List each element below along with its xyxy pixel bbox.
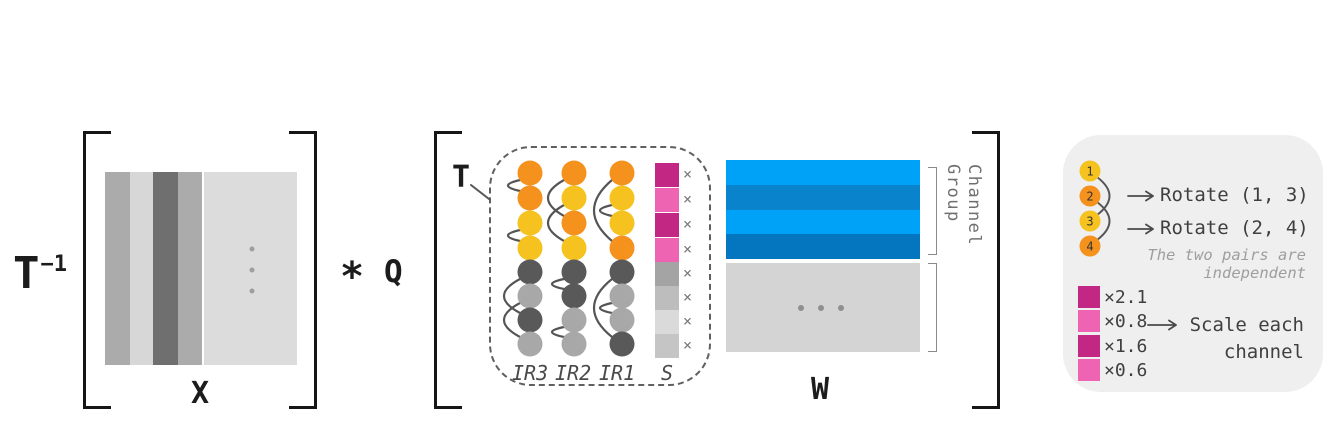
legend-scale-square — [1078, 359, 1100, 381]
ir1-label: IR1 — [599, 361, 636, 385]
multiply-icon: × — [683, 336, 693, 354]
w-channel-row — [726, 234, 920, 259]
t-inverse-exponent: −1 — [40, 252, 68, 277]
legend-scale-value: ×2.1 — [1104, 287, 1148, 308]
scale-caption-line2: channel — [1223, 341, 1304, 363]
x-matrix-left-bracket — [83, 131, 111, 409]
legend-scale-square — [1078, 335, 1100, 357]
x-stripe — [130, 172, 153, 365]
legend-scale-value: ×0.8 — [1104, 311, 1148, 332]
legend-scale-square — [1078, 286, 1100, 308]
t-pointer-line — [470, 184, 490, 200]
multiply-icon: × — [683, 165, 693, 183]
s-scale-square — [655, 262, 679, 286]
remainder-group-bracket — [928, 263, 937, 352]
independence-note-line1: The two pairs are — [1147, 246, 1306, 264]
s-scale-square — [655, 213, 679, 237]
t-inverse-label: T−1 — [13, 248, 68, 299]
ir2-label: IR2 — [555, 361, 592, 385]
w-matrix-label: W — [810, 372, 830, 407]
x-matrix-stripes — [105, 172, 297, 365]
multiply-icon: × — [683, 264, 693, 282]
x-stripe — [105, 172, 130, 365]
x-stripe — [153, 172, 178, 365]
x-stripe — [204, 172, 297, 365]
q-matrix-left-bracket — [434, 131, 462, 409]
legend-scale-value: ×1.6 — [1104, 336, 1148, 357]
t-pointer-label: T — [452, 160, 471, 195]
s-scale-square — [655, 286, 679, 310]
x-matrix-right-bracket — [289, 131, 317, 409]
q-matrix-right-bracket — [972, 131, 1000, 409]
channel-group-line1: Channel — [964, 164, 984, 247]
w-channel-row — [726, 184, 920, 210]
channel-group-bracket — [928, 167, 937, 255]
independence-note: The two pairs are independent — [1118, 246, 1306, 282]
multiply-icon: × — [683, 312, 693, 330]
multiply-icon: × — [683, 190, 693, 208]
ir3-label: IR3 — [512, 361, 549, 385]
w-matrix-remainder-block — [726, 263, 920, 352]
s-scale-square — [655, 163, 679, 187]
scale-caption-line1: Scale each — [1189, 314, 1304, 336]
x-matrix-label: X — [190, 376, 210, 411]
legend-scale-square — [1078, 310, 1100, 332]
x-stripe — [202, 172, 204, 365]
t-inverse-base: T — [13, 248, 40, 299]
x-stripe — [178, 172, 202, 365]
w-channel-row — [726, 160, 920, 185]
multiply-symbol: * — [340, 254, 365, 300]
channel-group-line2: Group — [943, 164, 963, 223]
rotate-pair-2-label: Rotate (2, 4) — [1160, 217, 1309, 239]
independence-note-line2: independent — [1203, 264, 1306, 282]
multiply-icon: × — [683, 240, 693, 258]
rotate-pair-1-label: Rotate (1, 3) — [1160, 184, 1309, 206]
s-scale-square — [655, 310, 679, 334]
multiply-icon: × — [683, 215, 693, 233]
s-scale-square — [655, 238, 679, 262]
rotation-scale-box — [489, 146, 711, 386]
w-matrix-channel-group-rows — [726, 160, 920, 259]
scale-caption: Scale each channel — [1186, 312, 1304, 366]
q-label: Q — [384, 254, 403, 290]
s-label: S — [661, 361, 674, 385]
multiply-icon: × — [683, 288, 693, 306]
channel-group-label: Channel Group — [942, 164, 984, 246]
s-scale-square — [655, 334, 679, 358]
w-channel-row — [726, 209, 920, 235]
s-scale-square — [655, 188, 679, 212]
legend-scale-value: ×0.6 — [1104, 360, 1148, 381]
